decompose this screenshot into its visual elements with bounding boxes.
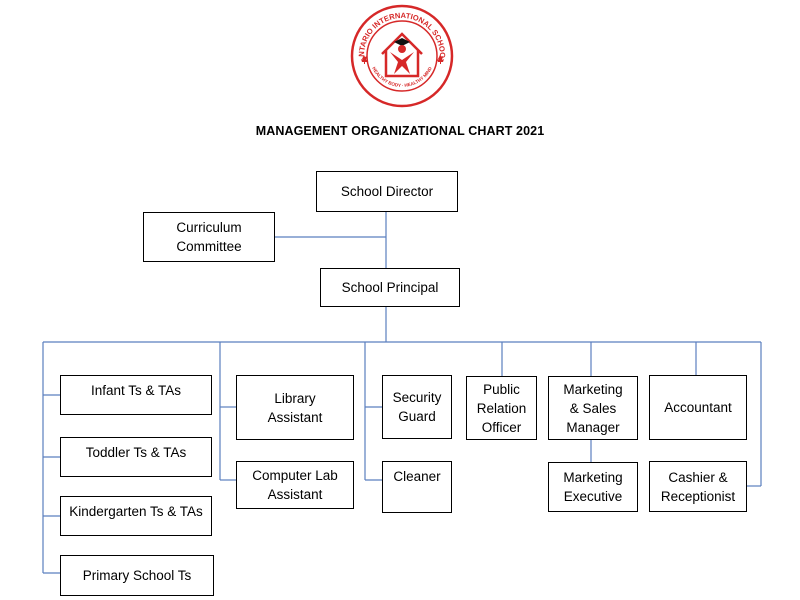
node-label: Cleaner [393,469,441,484]
node-library-assistant: Library Assistant [236,375,354,440]
node-kindergarten: Kindergarten Ts & TAs [60,496,212,536]
node-label: Curriculum Committee [176,220,242,254]
node-cashier-receptionist: Cashier & Receptionist [649,461,747,512]
node-curriculum-committee: Curriculum Committee [143,212,275,262]
node-security-guard: Security Guard [382,375,452,439]
node-label: Marketing Executive [563,470,623,504]
maple-leaf-icon [437,55,444,64]
node-computer-lab-assistant: Computer Lab Assistant [236,461,354,509]
node-label: Primary School Ts [82,568,192,583]
node-label: School Director [340,184,434,199]
node-public-relation-officer: Public Relation Officer [466,376,537,440]
node-label: Accountant [664,400,732,415]
school-logo: ONTARIO INTERNATIONAL SCHOOL HEALTHY BOD… [350,4,454,108]
node-label: Cashier & Receptionist [660,469,736,504]
node-marketing-sales-manager: Marketing & Sales Manager [548,376,638,440]
node-toddler: Toddler Ts & TAs [60,437,212,477]
node-cleaner: Cleaner [382,461,452,513]
node-label: Public Relation Officer [476,381,527,435]
node-school-director: School Director [316,171,458,212]
node-label: Computer Lab Assistant [252,468,338,502]
node-label: Infant Ts & TAs [90,383,182,398]
node-label: Marketing & Sales Manager [563,381,623,435]
chart-title: MANAGEMENT ORGANIZATIONAL CHART 2021 [255,124,545,138]
node-label: Kindergarten Ts & TAs [69,504,203,519]
graduate-figure-icon [390,38,414,74]
node-primary-school: Primary School Ts [60,555,214,596]
node-school-principal: School Principal [320,268,460,307]
node-accountant: Accountant [649,375,747,440]
node-label: School Principal [341,280,439,295]
node-label: Library Assistant [267,390,323,425]
node-marketing-executive: Marketing Executive [548,462,638,512]
node-infant: Infant Ts & TAs [60,375,212,415]
maple-leaf-icon [361,55,368,64]
node-label: Security Guard [392,390,442,424]
node-label: Toddler Ts & TAs [85,445,187,460]
house-icon [381,32,423,78]
